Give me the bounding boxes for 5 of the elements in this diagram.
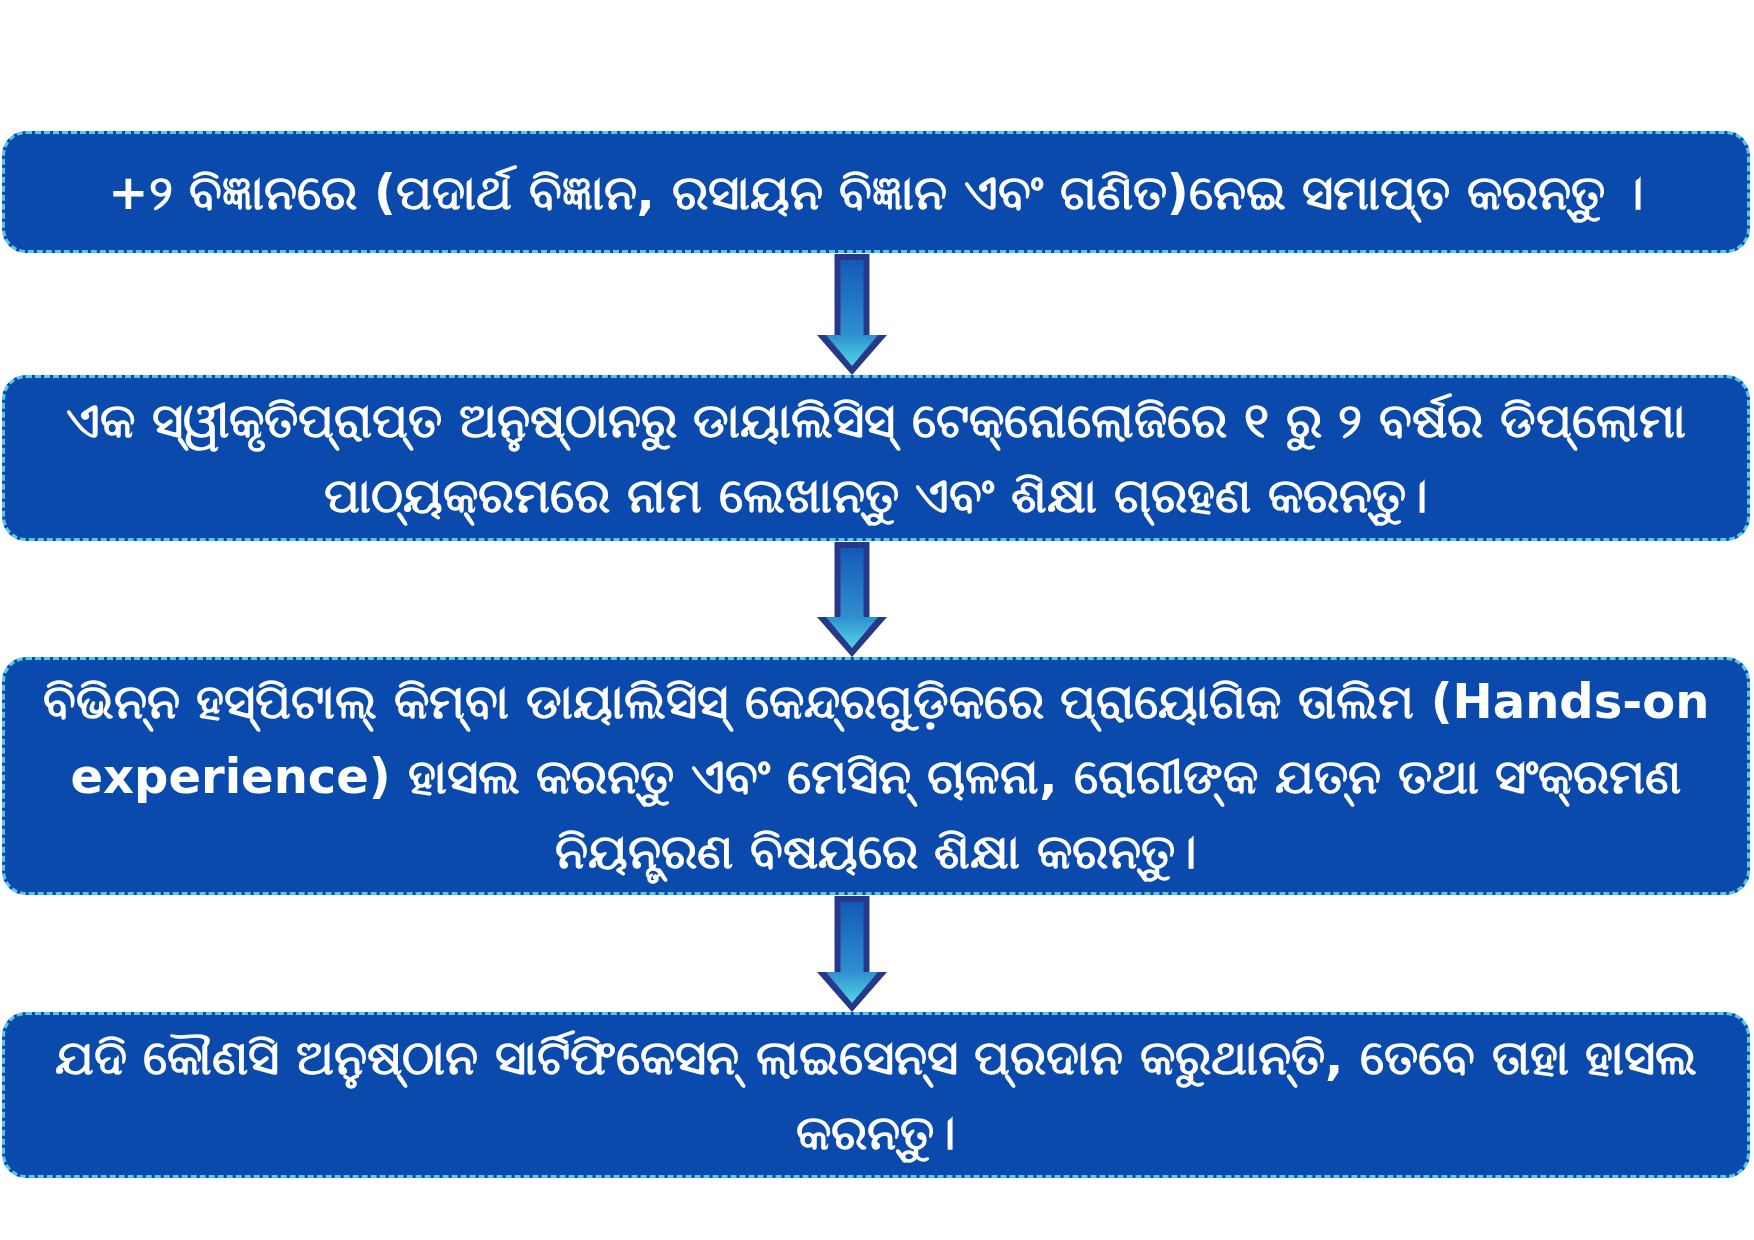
step-box bbox=[2, 131, 1750, 253]
step-text: +୨ ବିଜ୍ଞାନରେ (ପଦାର୍ଥ ବିଜ୍ଞାନ, ରସାୟନ ବିଜ୍ଞାନ ଏବଂ ଗଣିତ)ନେଇ ସମାପ୍ତ କରନ୍ତୁ । bbox=[108, 154, 1644, 230]
step-text: ଏକ ସ୍ୱୀକୃତିପ୍ରାପ୍ତ ଅନୁଷ୍ଠାନରୁ ଡାୟାଲିସିସ୍ ଟେକ୍ନୋଲୋଜିରେ ୧ ରୁ ୨ ବର୍ଷର ଡିପ୍ଲୋମା ପାଠ୍ୟକ୍ରମରେ ନାମ ଲେଖାନ୍ତୁ ଏବଂ ଶିକ୍ଷା ଗ୍ରହଣ କରନ୍ତୁ। bbox=[26, 383, 1726, 533]
step-text: ଯଦି କୌଣସି ଅନୁଷ୍ଠାନ ସାର୍ଟିଫିକେସନ୍ ଲାଇସେନ୍ସ ପ୍ରଦାନ କରୁଥାନ୍ତି, ତେବେ ତାହା ହାସଲ କରନ୍ତୁ। bbox=[26, 1020, 1726, 1170]
step-text: ବିଭିନ୍ନ ହସ୍ପିଟାଲ୍ କିମ୍ବା ଡାୟାଲିସିସ୍ କେନ୍ଦ୍ରଗୁଡ଼ିକରେ ପ୍ରାୟୋଗିକ ତାଲିମ (Hands-on experience) ହାସଲ କରନ୍ତୁ ଏବଂ ମେସିନ୍ ଚାଳନା, ରୋଗୀଙ୍କ ଯତ୍ନ ତଥା ସଂକ୍ରମଣ ନିୟନ୍ତ୍ରଣ ବିଷୟରେ ଶିକ୍ଷା କରନ୍ତୁ। bbox=[26, 663, 1726, 889]
